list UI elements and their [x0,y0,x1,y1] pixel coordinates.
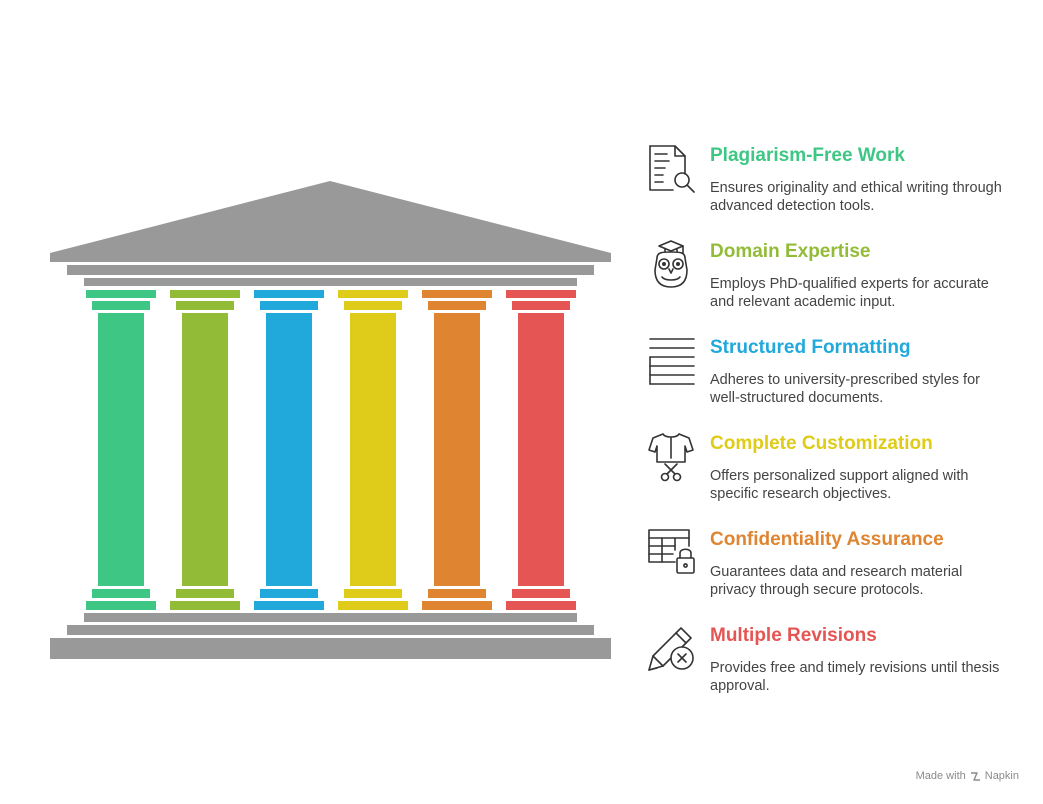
pillar-segment [344,301,402,310]
item-description: Provides free and timely revisions until… [710,660,1000,694]
item-multiple-revisions: Multiple Revisions Provides free and tim… [645,624,1025,714]
item-structured-formatting: Structured Formatting Adheres to univers… [645,336,1025,426]
pencil-cancel-icon [648,627,694,671]
pillar-shaft [434,313,480,586]
pillar-segment [338,290,408,298]
pillar-shaft [350,313,396,586]
pillar-segment [506,290,576,298]
pillar-shaft [266,313,312,586]
pillar-shaft [182,313,228,586]
pillar-segment [254,290,324,298]
temple-pillars [86,290,576,610]
credit-brand: Napkin [984,770,1019,782]
pillar-segment [254,601,324,610]
item-title: Plagiarism-Free Work [710,145,906,166]
item-title: Confidentiality Assurance [710,529,944,550]
item-description: Offers personalized support aligned with… [710,468,969,502]
pillar-segment [86,601,156,610]
pillar-shaft [518,313,564,586]
item-description: Adheres to university-prescribed styles … [710,372,980,406]
pillar-segment [92,301,150,310]
graduate-owl-icon [654,240,688,288]
item-title: Complete Customization [710,433,933,454]
item-confidentiality-assurance: Confidentiality Assurance Guarantees dat… [645,528,1025,618]
pillar-segment [260,589,318,598]
item-plagiarism-free-work: Plagiarism-Free Work Ensures originality… [645,144,1025,234]
item-title: Structured Formatting [710,337,911,358]
pillar-segment [338,601,408,610]
item-title: Domain Expertise [710,241,871,262]
temple-base-bottom [50,638,611,659]
pillar-segment [512,301,570,310]
shirt-scissors-icon [648,433,694,482]
pillar-segment [428,589,486,598]
napkin-logo-icon [970,771,980,781]
item-description: Employs PhD-qualified experts for accura… [710,276,989,310]
made-with-credit: Made with Napkin [916,770,1019,782]
item-description: Ensures originality and ethical writing … [710,180,1002,214]
credit-prefix: Made with [915,770,966,782]
pillar-segment [176,589,234,598]
temple-beam-upper [67,265,594,275]
temple-diagram [50,181,611,659]
pillar-segment [92,589,150,598]
item-complete-customization: Complete Customization Offers personaliz… [645,432,1025,522]
item-domain-expertise: Domain Expertise Employs PhD-qualified e… [645,240,1025,330]
document-search-icon [649,145,695,193]
temple-base-middle [67,625,594,635]
pillar-segment [260,301,318,310]
table-lock-icon [648,529,695,574]
temple-roof [50,181,611,262]
pillar-segment [512,589,570,598]
pillar-segment [170,290,240,298]
temple-beam-lower [84,278,577,286]
pillar-shaft [98,313,144,586]
pillar-segment [170,601,240,610]
pillar-segment [86,290,156,298]
temple-base-top [84,613,577,622]
item-description: Guarantees data and research material pr… [710,564,963,598]
pillar-segment [422,290,492,298]
pillar-segment [176,301,234,310]
pillar-segment [506,601,576,610]
pillar-segment [422,601,492,610]
pillar-segment [344,589,402,598]
text-lines-icon [649,338,695,385]
item-title: Multiple Revisions [710,625,877,646]
pillar-segment [428,301,486,310]
